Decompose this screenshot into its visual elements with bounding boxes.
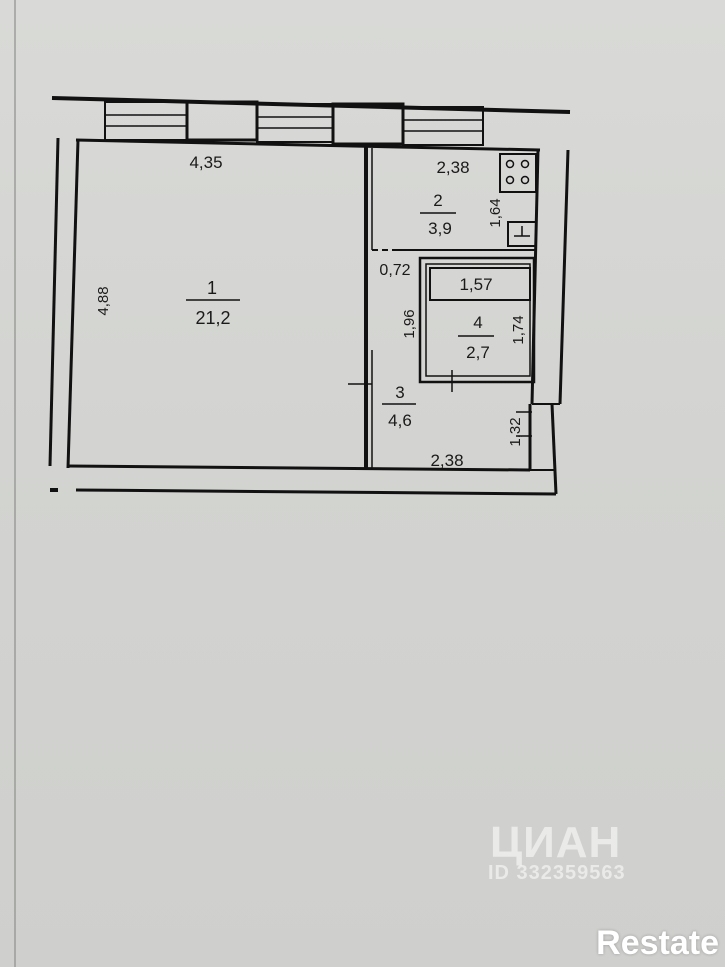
restate-brand-logo: Restate <box>596 924 719 962</box>
bottom-outer-wall <box>75 488 557 496</box>
window-3 <box>402 106 484 146</box>
cian-watermark-id: ID 332359563 <box>488 862 626 884</box>
cian-watermark-logo: ЦИАН <box>490 818 622 867</box>
left-outer-wall <box>48 137 60 467</box>
dim-hall-width: 2,38 <box>430 451 463 470</box>
window-2 <box>256 103 334 143</box>
dim-entry-depth: 1,32 <box>507 417 524 446</box>
bathroom-inner <box>425 263 531 377</box>
room-1-number: 1 <box>207 278 217 298</box>
room-2-number: 2 <box>433 191 442 210</box>
dim-kitchen-depth: 1,64 <box>487 198 504 227</box>
bathtub <box>429 267 531 301</box>
dim-room1-height: 4,88 <box>95 286 112 315</box>
window-1 <box>104 101 188 141</box>
room-3-area: 4,6 <box>388 411 412 430</box>
left-inner-wall <box>66 139 80 469</box>
room-2-area: 3,9 <box>428 219 452 238</box>
bathroom-outer <box>418 256 536 384</box>
bottom-inner-wall <box>67 464 531 472</box>
plan-walls <box>48 96 571 496</box>
dim-kitchen-width: 2,38 <box>436 158 469 177</box>
dim-hall-depth: 0,72 <box>379 262 410 279</box>
stove <box>499 153 537 193</box>
dim-bath-height-right: 1,74 <box>510 315 527 344</box>
dim-bath-width: 1,57 <box>459 275 492 294</box>
top-inner-wall <box>75 138 541 152</box>
paper-fold-line <box>14 0 16 967</box>
dim-room1-width: 4,35 <box>189 153 222 172</box>
window-pier-2 <box>331 102 405 146</box>
room-4-area: 2,7 <box>466 343 490 362</box>
right-outer-wall <box>558 149 570 405</box>
room-4-number: 4 <box>473 313 482 332</box>
window-pier-1 <box>185 100 259 142</box>
room-1-area: 21,2 <box>195 308 230 328</box>
dim-bath-height-left: 1,96 <box>401 309 418 338</box>
room-3-number: 3 <box>395 383 404 402</box>
sink <box>507 221 537 247</box>
